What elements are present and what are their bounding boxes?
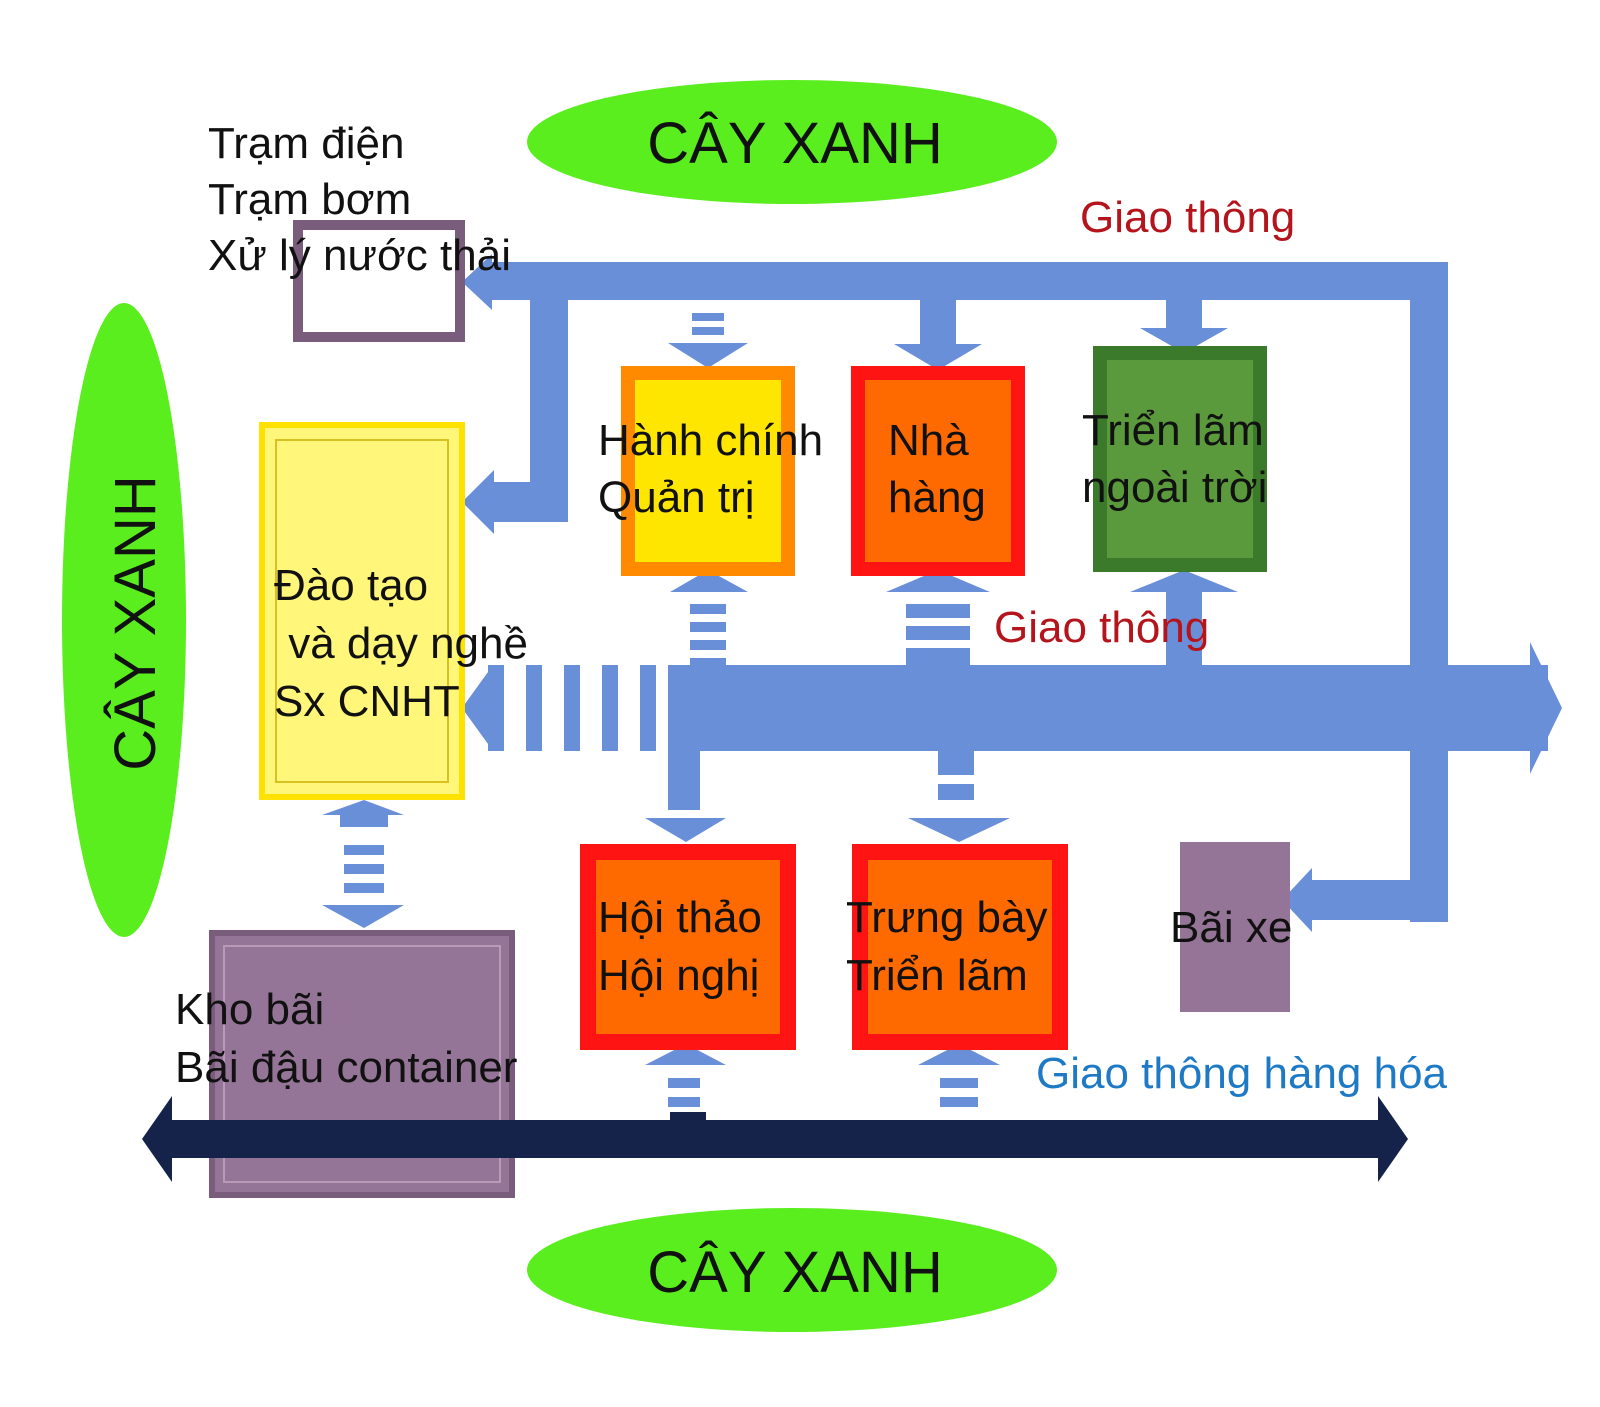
outdoor-expo-box xyxy=(1093,346,1267,572)
conference-label-2: Hội nghị xyxy=(598,951,759,1000)
training-label-2: và dạy nghề xyxy=(276,619,528,668)
utility-label-1: Trạm điện xyxy=(208,119,404,168)
warehouse-label-1: Kho bãi xyxy=(175,985,324,1034)
training-label-1: Đào tạo xyxy=(274,561,428,610)
tree-label-top: CÂY XANH xyxy=(647,111,942,176)
parking-label: Bãi xe xyxy=(1170,903,1292,952)
tree-area-bottom xyxy=(527,1208,1057,1332)
admin-label-2: Quản trị xyxy=(598,473,755,522)
road-network xyxy=(322,254,1562,1107)
training-inner-border xyxy=(275,439,449,783)
restaurant-box xyxy=(851,366,1025,576)
warehouse-label-2: Bãi đậu container xyxy=(175,1043,517,1092)
training-label-3: Sx CNHT xyxy=(274,677,460,726)
restaurant-label-1: Nhà xyxy=(888,416,969,465)
exhibition-box xyxy=(852,844,1068,1050)
utility-label-3: Xử lý nước thải xyxy=(208,231,511,280)
utility-box xyxy=(293,220,465,342)
outdoor-expo-label-1: Triển lãm xyxy=(1082,406,1264,455)
conference-label-1: Hội thảo xyxy=(598,893,762,942)
tree-area-top xyxy=(527,80,1057,204)
utility-label-2: Trạm bơm xyxy=(208,175,411,224)
cargo-road-overlap xyxy=(212,1120,512,1158)
warehouse-inner-border xyxy=(223,945,501,1183)
traffic-label-top: Giao thông xyxy=(1080,193,1295,242)
traffic-label-cargo: Giao thông hàng hóa xyxy=(1036,1049,1448,1098)
exhibition-label-2: Triển lãm xyxy=(846,951,1028,1000)
exhibition-label-1: Trưng bày xyxy=(846,893,1047,942)
admin-box xyxy=(621,366,795,576)
parking-box xyxy=(1180,842,1290,1012)
conference-box xyxy=(580,844,796,1050)
outdoor-expo-label-2: ngoài trời xyxy=(1082,463,1267,512)
restaurant-label-2: hàng xyxy=(888,473,986,522)
traffic-label-mid: Giao thông xyxy=(994,603,1209,652)
admin-label-1: Hành chính xyxy=(598,416,823,465)
training-box xyxy=(259,422,465,800)
tree-label-left: CÂY XANH xyxy=(103,475,168,770)
tree-label-bottom: CÂY XANH xyxy=(647,1240,942,1305)
tree-area-left xyxy=(62,303,186,937)
